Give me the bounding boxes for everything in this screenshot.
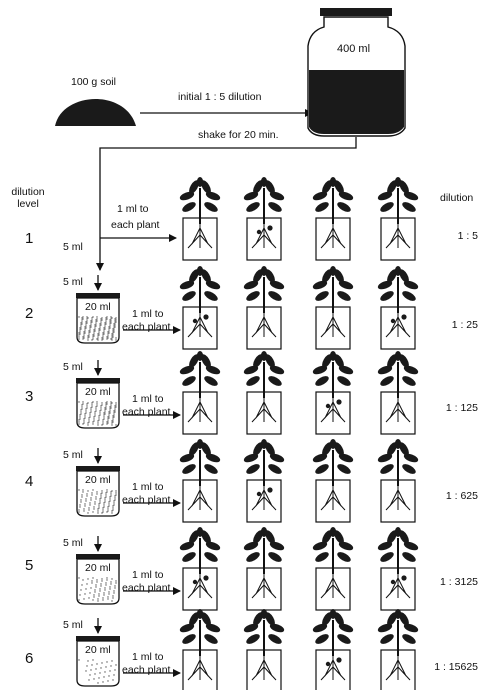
plant: [243, 609, 285, 690]
transfer-volume-label: 5 ml: [63, 276, 83, 288]
dilution-ratio: 1 : 125: [445, 402, 478, 414]
stock-bottle: [307, 8, 406, 137]
column-header-dilution-level: dilution level: [6, 186, 50, 210]
plant: [179, 439, 221, 523]
plant: [243, 439, 285, 523]
transfer-volume-label: 5 ml: [63, 619, 83, 631]
plant: [243, 177, 285, 261]
level-number: 4: [25, 473, 34, 490]
plant: [179, 177, 221, 261]
plant: [179, 351, 221, 435]
plant: [312, 527, 354, 611]
plant: [243, 351, 285, 435]
plant: [377, 266, 419, 350]
level-number: 5: [25, 557, 34, 574]
dilution-row-2: [76, 266, 419, 350]
dilution-row-5: [76, 527, 419, 611]
jar-volume-label: 20 ml: [85, 562, 111, 574]
dilution-row-1: [100, 177, 419, 261]
dose-label-line1: 1 ml to: [132, 651, 164, 663]
plant: [377, 609, 419, 690]
level-number: 2: [25, 305, 34, 322]
transfer-volume-label: 5 ml: [63, 361, 83, 373]
dose-label-line2: each plant: [122, 321, 171, 333]
column-header-word-2: level: [17, 198, 39, 210]
jar-volume-label: 20 ml: [85, 386, 111, 398]
dilution-jar: [76, 640, 120, 687]
plant: [312, 266, 354, 350]
jar-volume-label: 20 ml: [85, 474, 111, 486]
dose-label-line1: 1 ml to: [132, 393, 164, 405]
dose-label-line2: each plant: [122, 494, 171, 506]
initial-dilution-label: initial 1 : 5 dilution: [178, 91, 262, 103]
dose-label-line1: 1 ml to: [132, 481, 164, 493]
plant: [179, 609, 221, 690]
dose-label-line2: each plant: [122, 582, 171, 594]
transfer-volume-label: 5 ml: [63, 537, 83, 549]
soil-heap: [55, 98, 136, 126]
plant: [312, 351, 354, 435]
plant: [377, 527, 419, 611]
dilution-ratio: 1 : 5: [457, 230, 478, 242]
dilution-row-6: [76, 609, 419, 690]
column-header-word-1: dilution: [11, 186, 45, 198]
plant: [312, 177, 354, 261]
plant: [179, 266, 221, 350]
dilution-row-4: [76, 439, 419, 523]
dilution-jar: [76, 558, 120, 605]
column-header-dilution-right: dilution: [440, 192, 474, 204]
jar-volume-label: 20 ml: [85, 644, 111, 656]
transfer-volume-label: 5 ml: [63, 449, 83, 461]
dilution-ratio: 1 : 3125: [440, 576, 478, 588]
plant: [179, 527, 221, 611]
soil-label: 100 g soil: [71, 76, 116, 88]
bottle-volume-label: 400 ml: [337, 43, 371, 55]
dose-label-line1: 1 ml to: [132, 569, 164, 581]
dose-label-line2: each plant: [122, 664, 171, 676]
plant: [312, 439, 354, 523]
plant: [243, 527, 285, 611]
level-number: 6: [25, 650, 34, 667]
level-number: 3: [25, 388, 34, 405]
plant: [377, 439, 419, 523]
dilution-ratio: 1 : 25: [451, 319, 478, 331]
plant: [243, 266, 285, 350]
shake-label: shake for 20 min.: [198, 129, 279, 141]
level-number: 1: [25, 230, 34, 247]
dilution-ratio: 1 : 15625: [434, 661, 478, 673]
dilution-jar: [76, 470, 120, 517]
shake-flow-line: [96, 137, 357, 271]
dose-label-line2: each plant: [122, 406, 171, 418]
dose-label-line1: 1 ml to: [132, 308, 164, 320]
plant: [377, 177, 419, 261]
dilution-row-3: [76, 351, 419, 435]
jar-volume-label: 20 ml: [85, 301, 111, 313]
plant: [377, 351, 419, 435]
dilution-ratio: 1 : 625: [445, 490, 478, 502]
plant: [312, 609, 354, 690]
transfer-volume-label: 5 ml: [63, 241, 83, 253]
dose-label-line2: each plant: [111, 219, 160, 231]
dose-label-line1: 1 ml to: [117, 203, 149, 215]
